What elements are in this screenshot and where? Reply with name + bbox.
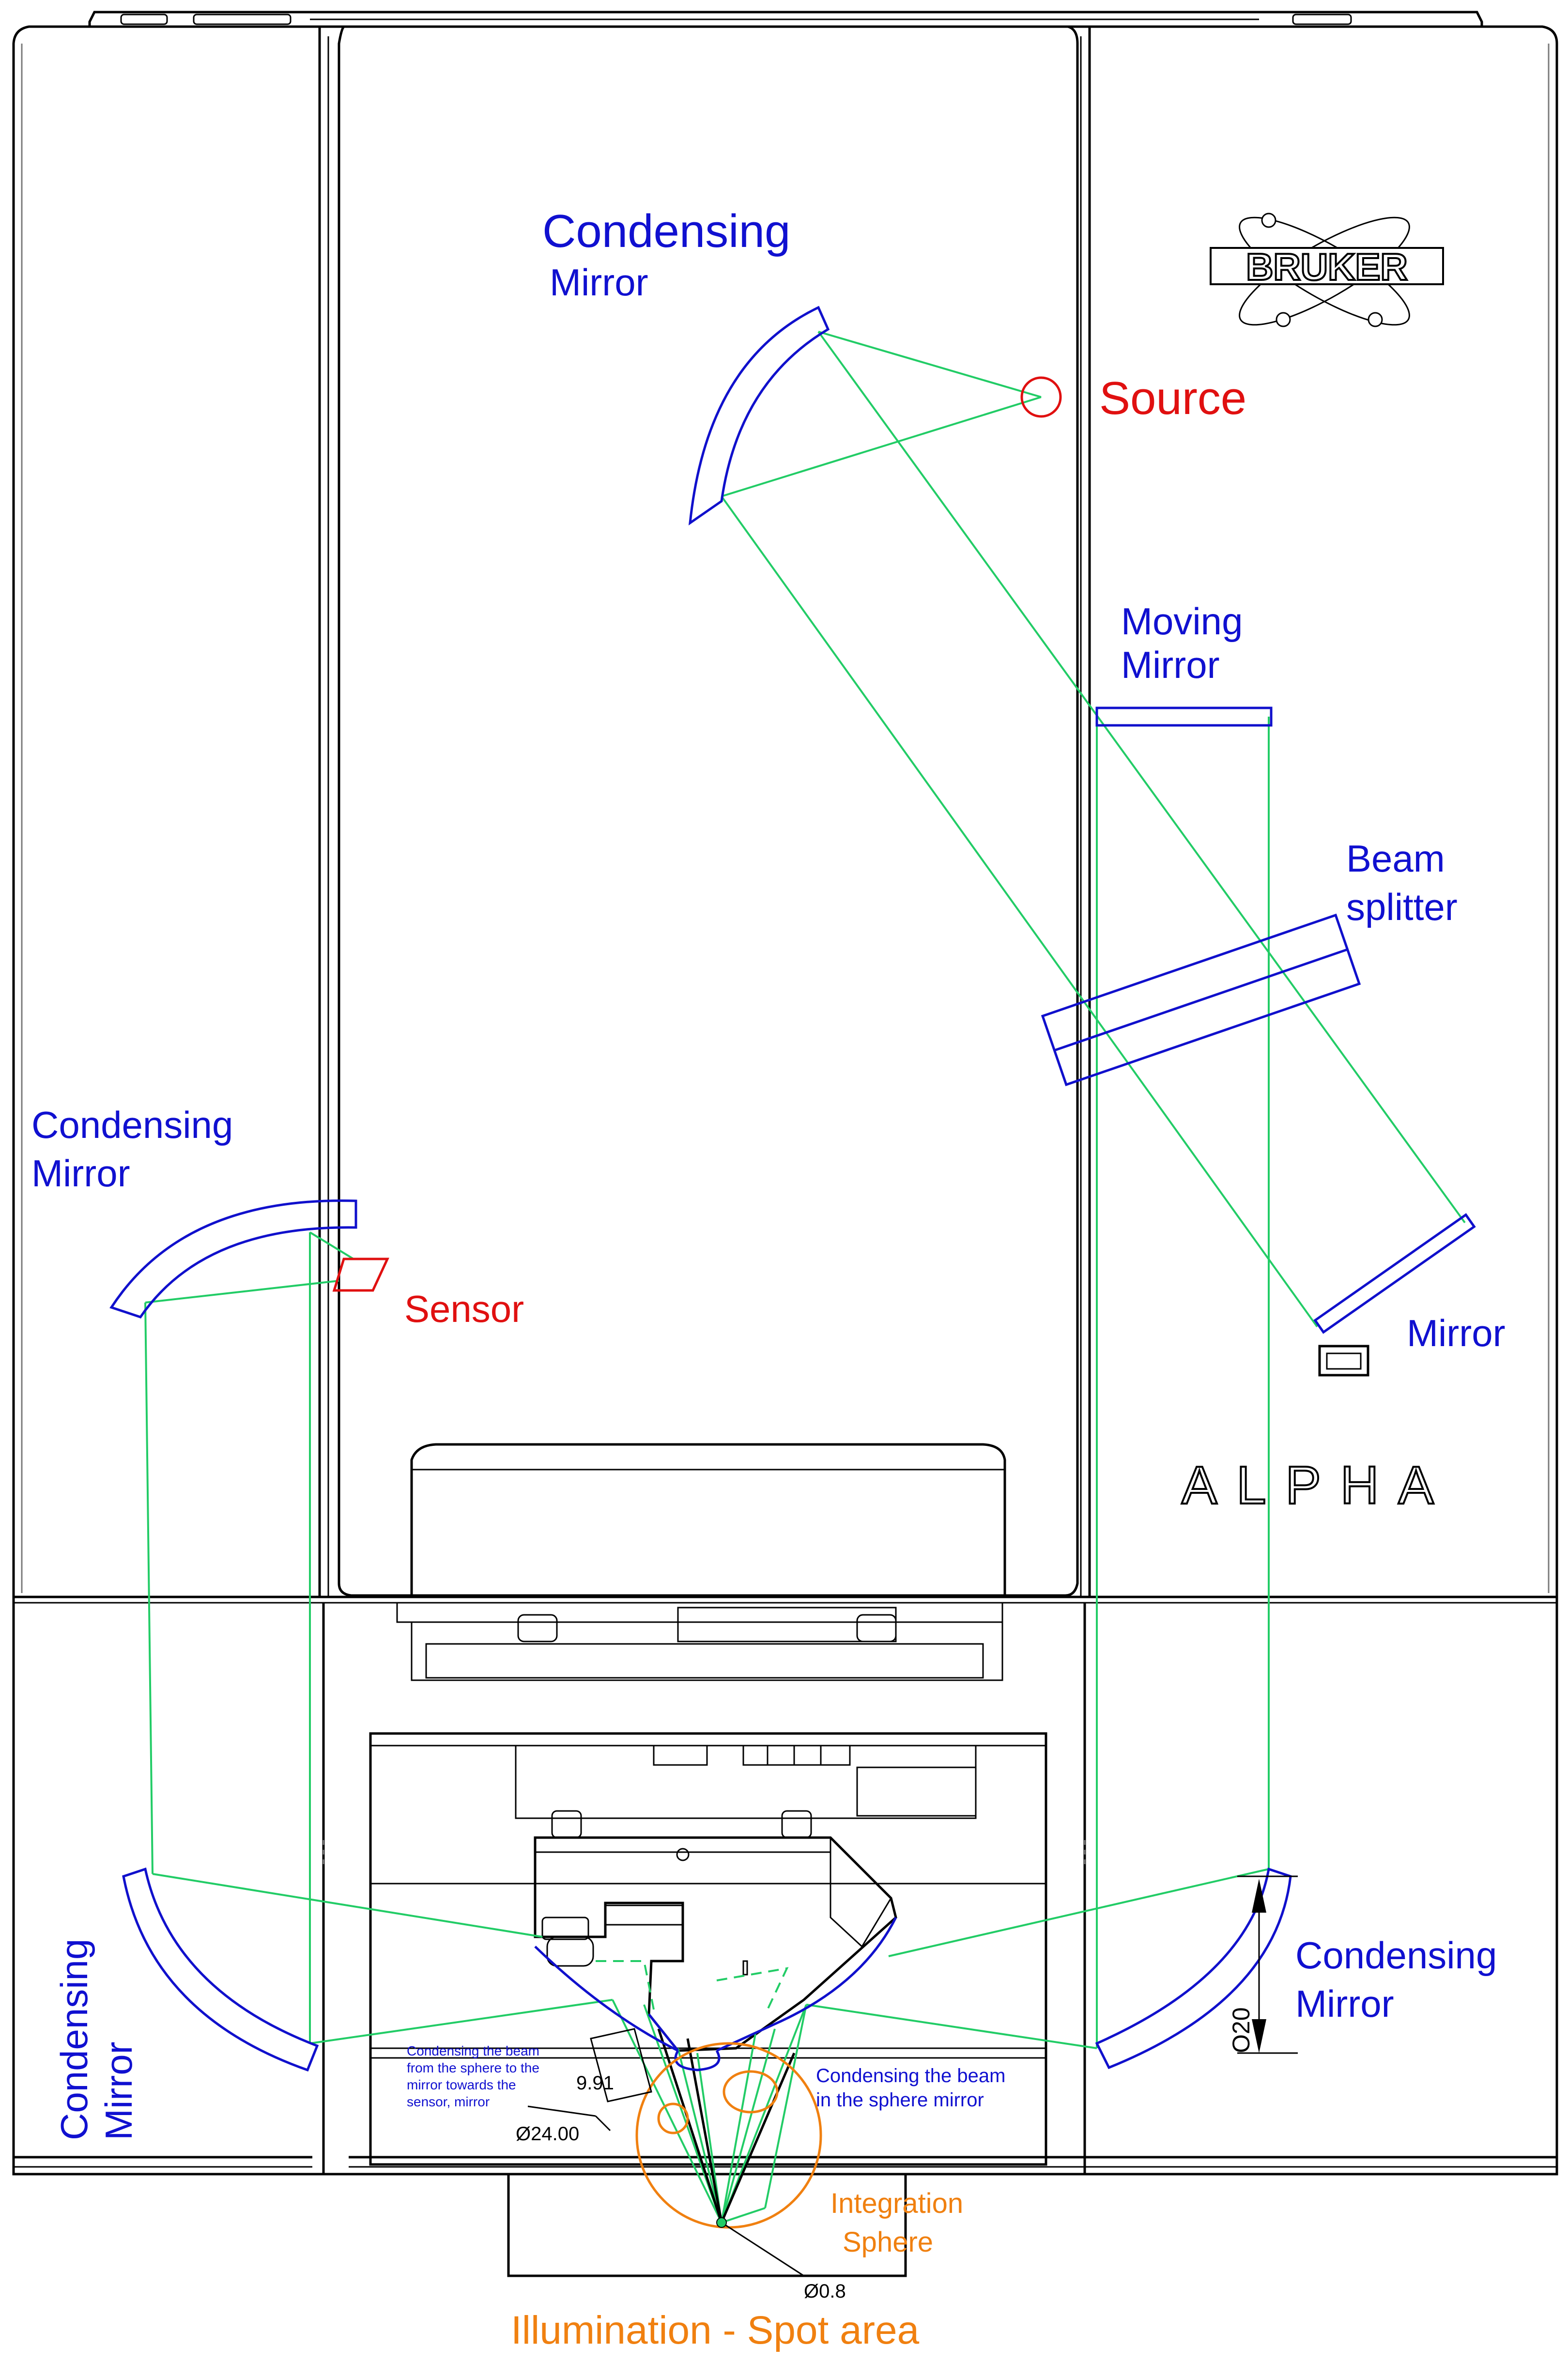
spot-area-label: Illumination - Spot area [511,2308,920,2352]
note-left-line-1: Condensing the beam [407,2043,539,2058]
right-condensing-mirror-shape [1095,1867,1292,2070]
integration-sphere-label-1: Integration [830,2188,963,2219]
left-condensing-mirror-shape [109,1199,357,1319]
beam-splitter-label-1: Beam [1346,837,1445,880]
top-condensing-mirror-label-1: Condensing [542,205,790,257]
mirror-label: Mirror [1407,1312,1506,1354]
bruker-logo: BRUKER [1210,213,1444,327]
dimension-d2: Ø24.00 [516,2123,579,2145]
left-condensing-mirror-label-2: Mirror [31,1152,130,1195]
bottom-left-condensing-mirror-label-2: Mirror [97,2041,140,2140]
dimension-d1: 9.91 [576,2072,614,2094]
dimension-markers [527,1875,1298,2277]
integration-sphere-label-2: Sphere [843,2226,933,2258]
note-right-line-1: Condensing the beam [816,2065,1005,2086]
moving-mirror-label-1: Moving [1121,600,1243,643]
diagram-labels: Condensing Mirror Source Moving Mirror B… [31,205,1506,2352]
bottom-left-condensing-mirror-label-1: Condensing [53,1939,95,2140]
model-name: ALPHA [1182,1456,1453,1515]
note-left-line-3: mirror towards the [407,2077,516,2092]
note-left-line-4: sensor, mirror [407,2094,490,2109]
moving-mirror-label-2: Mirror [1121,644,1220,686]
optical-components [109,306,1476,2072]
right-condensing-mirror-label-2: Mirror [1295,1982,1394,2025]
moving-mirror-shape [1095,706,1273,727]
fixed-mirror-shape [1313,1213,1476,1334]
beam-splitter-label-2: splitter [1346,886,1458,928]
integration-sphere-shape [635,2042,822,2229]
beam-paths [144,331,1466,2224]
note-right-line-2: in the sphere mirror [816,2089,984,2111]
right-condensing-mirror-label-1: Condensing [1295,1934,1497,1977]
logo-text: BRUKER [1246,245,1408,288]
bottom-left-condensing-mirror-shape [122,1867,319,2072]
note-left-line-2: from the sphere to the [407,2060,539,2075]
beam-splitter-shape [1041,913,1361,1087]
dimension-d4: O20 [1228,2007,1255,2053]
left-condensing-mirror-label-1: Condensing [31,1104,233,1146]
sensor-shape [332,1258,389,1292]
source-shape [1020,376,1062,418]
top-condensing-mirror-label-2: Mirror [550,261,648,304]
dimension-d3: Ø0.8 [804,2281,846,2302]
sensor-label: Sensor [404,1288,524,1330]
source-label: Source [1099,372,1246,424]
top-condensing-mirror-shape [688,306,830,526]
